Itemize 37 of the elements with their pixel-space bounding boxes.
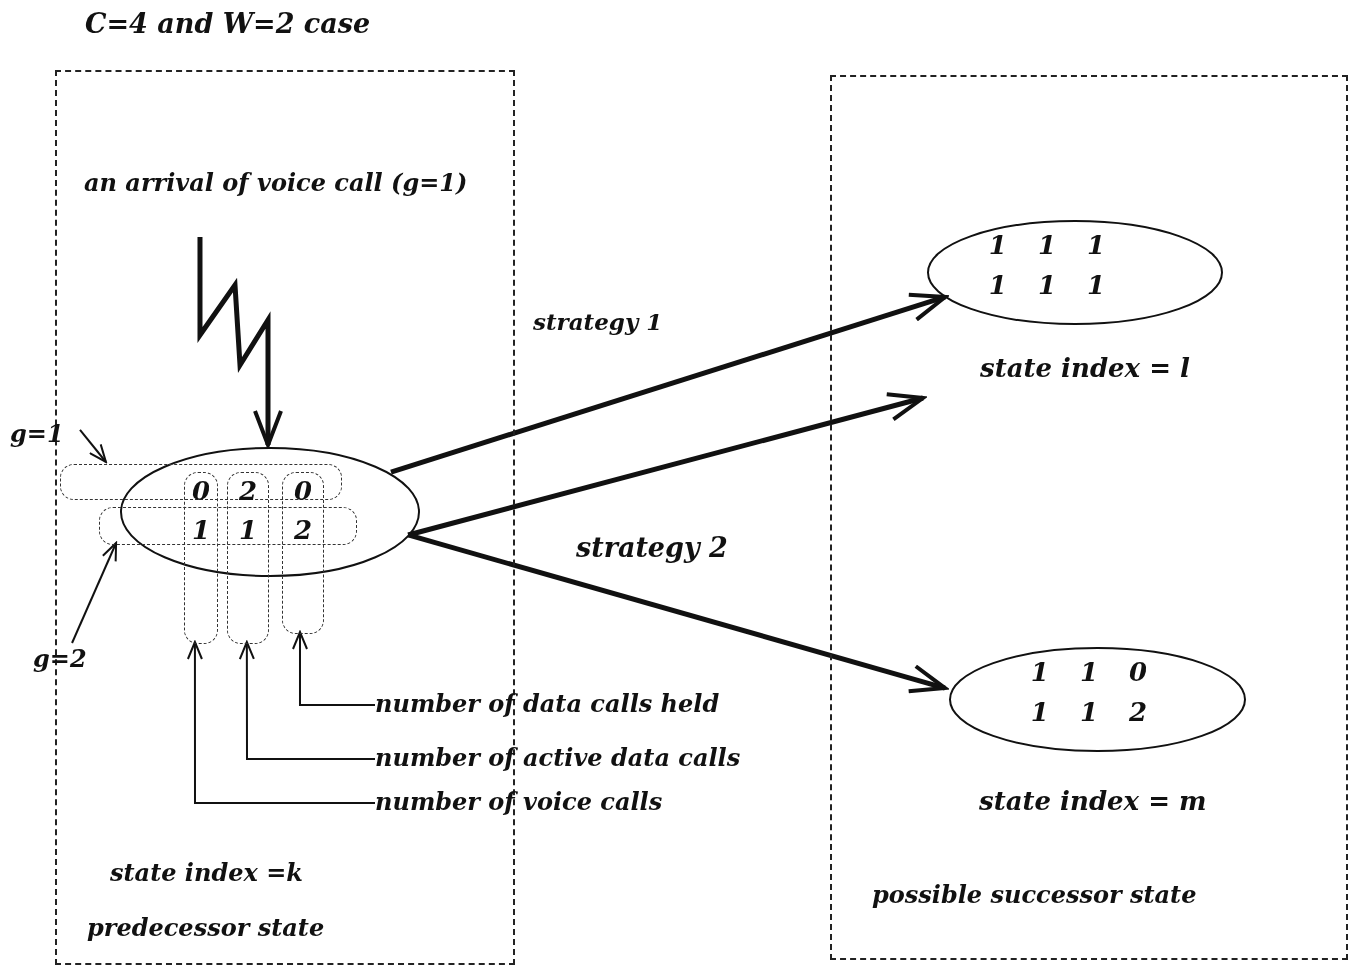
dashed-group-outline [60, 464, 342, 500]
state-digits: 1 1 2 [1029, 697, 1149, 727]
annotation-text: g=2 [33, 643, 87, 675]
diagram-title: C=4 and W=2 case [85, 8, 371, 39]
leader-arrow [186, 641, 376, 804]
state-digit: 2 [238, 477, 258, 506]
leader-arrow [238, 641, 376, 760]
state-digits: 1 1 1 [987, 270, 1107, 300]
annotation-text: g=1 [10, 418, 64, 450]
state-index-label: state index = m [979, 785, 1207, 818]
state-digit: 2 [293, 516, 313, 545]
state-digit: 0 [191, 477, 211, 506]
annotation-text: number of voice calls [375, 786, 663, 818]
arrow [407, 392, 925, 538]
arrow [390, 292, 948, 475]
state-caption: state index =k [110, 857, 303, 889]
arrow [407, 532, 947, 694]
leader-arrow [71, 542, 118, 644]
dashed-frame [830, 75, 1348, 960]
dashed-group-outline [99, 507, 357, 545]
dashed-group-outline [282, 472, 324, 634]
state-digit: 0 [293, 477, 313, 506]
leader-arrow [292, 631, 376, 706]
state-caption: predecessor state [87, 912, 325, 944]
state-caption: possible successor state [872, 879, 1197, 911]
state-index-label: state index = l [980, 352, 1190, 385]
annotation-text: number of data calls held [375, 688, 720, 720]
state-digit: 1 [191, 516, 211, 545]
state-digits: 1 1 1 [987, 230, 1107, 260]
lightning-arrow [197, 237, 283, 447]
dashed-group-outline [227, 472, 269, 644]
leader-arrow [79, 428, 107, 463]
annotation-text: number of active data calls [375, 742, 741, 774]
state-digits: 1 1 0 [1029, 657, 1149, 687]
annotation-text: an arrival of voice call (g=1) [84, 167, 469, 199]
state-digit: 1 [238, 516, 258, 545]
dashed-group-outline [184, 472, 218, 644]
